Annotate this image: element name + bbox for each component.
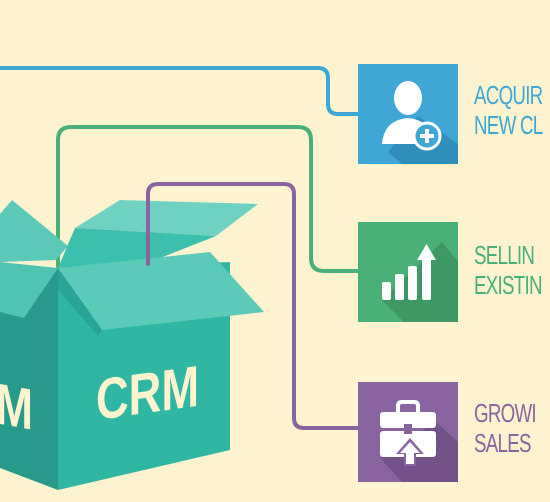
growth-bars-arrow-icon	[358, 222, 458, 322]
connector-green	[56, 125, 360, 292]
box-side-face	[0, 268, 58, 490]
tile-selling	[358, 222, 458, 322]
caption-acquire-line2: NEW CL	[474, 110, 543, 140]
caption-selling-line2: EXISTIN	[474, 270, 543, 300]
box-flap-left	[0, 262, 58, 318]
caption-growing-line1: GROWI	[474, 398, 537, 428]
box-flap-right	[75, 200, 258, 236]
caption-growing-line2: SALES	[474, 428, 531, 458]
connector-blue	[0, 66, 360, 116]
tile-growing	[358, 382, 458, 482]
connector-purple	[146, 182, 360, 430]
crm-box: CRM M	[0, 200, 264, 490]
box-crm-label: CRM	[96, 354, 199, 433]
briefcase-up-arrow-icon	[358, 382, 458, 482]
box-flap-front	[58, 252, 264, 330]
tile-acquire	[358, 64, 458, 164]
box-side-label: M	[0, 372, 33, 443]
box-flap-back-left	[0, 200, 68, 262]
caption-acquire-line1: ACQUIR	[474, 80, 543, 110]
caption-growing: GROWI SALES	[474, 398, 537, 458]
box-flap-shadow	[58, 268, 102, 336]
box-flap-inner	[58, 228, 216, 268]
add-user-icon	[358, 64, 458, 164]
caption-selling-line1: SELLIN	[474, 240, 535, 270]
caption-selling: SELLIN EXISTIN	[474, 240, 543, 300]
caption-acquire: ACQUIR NEW CL	[474, 80, 543, 140]
